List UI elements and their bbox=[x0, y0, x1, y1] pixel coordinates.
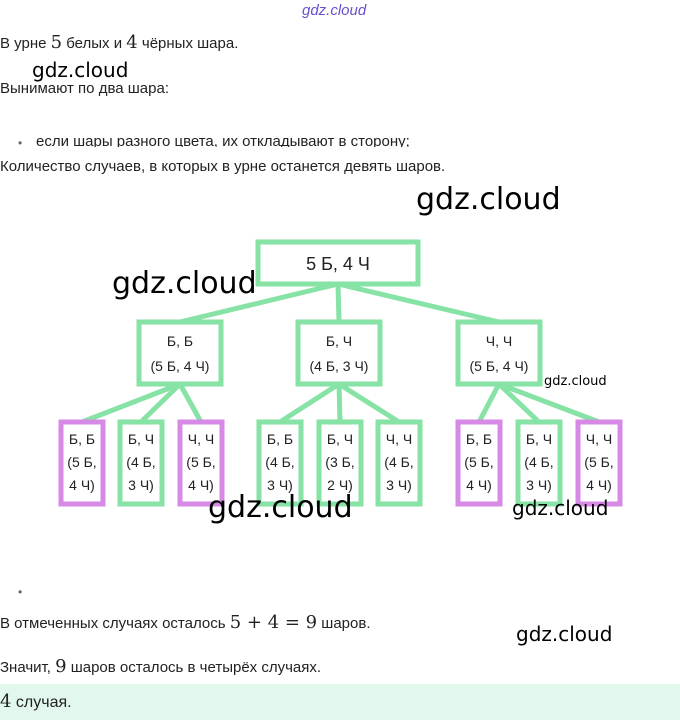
level1-state: (4 Б, 3 Ч) bbox=[310, 358, 369, 374]
leaf-pair: Б, Ч bbox=[526, 431, 552, 447]
bullet-text: если шары разного цвета, их откладывают … bbox=[36, 133, 410, 147]
tree-edge bbox=[335, 283, 342, 323]
leaf-node-marked bbox=[455, 419, 503, 507]
leaf-state-line2: 3 Ч) bbox=[386, 477, 412, 493]
leaf-pair: Б, Ч bbox=[128, 431, 154, 447]
bullet-dot: • bbox=[18, 136, 23, 150]
level1-node bbox=[455, 319, 543, 387]
tree-edge bbox=[177, 382, 204, 424]
root-node bbox=[255, 239, 421, 287]
tree-edge bbox=[336, 383, 343, 423]
leaf-state-line1: (5 Б, bbox=[67, 454, 96, 470]
question-text: Количество случаев, в которых в урне ост… bbox=[0, 158, 446, 175]
probability-tree: 5 Б, 4 Ч Б, Б (5 Б, 4 Ч) Б, Ч (4 Б, 3 Ч) Ч, Ч… bbox=[58, 239, 623, 507]
leaf-pair: Б, Ч bbox=[327, 431, 353, 447]
leaf-state-line2: 4 Ч) bbox=[466, 477, 492, 493]
watermark: gdz.cloud bbox=[32, 58, 129, 82]
intro-mid: белых и bbox=[62, 35, 127, 52]
bullet-dot-2: • bbox=[18, 585, 23, 599]
level1-pair: Б, Б bbox=[167, 333, 193, 349]
tree-edge bbox=[337, 381, 401, 425]
leaf-node-marked bbox=[177, 419, 225, 507]
leaf-state-line2: 4 Ч) bbox=[188, 477, 214, 493]
leaf-node bbox=[375, 419, 423, 507]
leaf-state-line1: (5 Б, bbox=[464, 454, 493, 470]
leaf-node-marked bbox=[575, 419, 623, 507]
leaf-state-line2: 3 Ч) bbox=[267, 477, 293, 493]
tree-edge bbox=[337, 281, 500, 325]
answer-suffix: случая. bbox=[11, 694, 72, 711]
watermark: gdz.cloud bbox=[512, 496, 609, 520]
leaf-pair: Б, Б bbox=[69, 431, 95, 447]
tree-edge bbox=[497, 382, 541, 424]
answer-number: 4 bbox=[0, 691, 12, 712]
leaf-pair: Ч, Ч bbox=[188, 431, 214, 447]
result-prefix: В отмеченных случаях осталось bbox=[0, 615, 230, 632]
level1-node bbox=[136, 319, 224, 387]
leaf-pair: Б, Б bbox=[466, 431, 492, 447]
leaf-state-line2: 2 Ч) bbox=[327, 477, 353, 493]
leaf-state-line2: 3 Ч) bbox=[526, 477, 552, 493]
draw-rule: Вынимают по два шара: bbox=[0, 80, 169, 97]
leaf-node bbox=[515, 419, 563, 507]
level1-state: (5 Б, 4 Ч) bbox=[470, 358, 529, 374]
leaf-pair: Ч, Ч bbox=[586, 431, 612, 447]
leaf-node bbox=[316, 419, 364, 507]
level1-pair: Ч, Ч bbox=[486, 333, 512, 349]
leaf-state-line2: 4 Ч) bbox=[586, 477, 612, 493]
intro-prefix: В урне bbox=[0, 35, 51, 52]
result-text: В отмеченных случаях осталось 5 + 4 = 9 … bbox=[0, 612, 371, 633]
tree-edge bbox=[81, 381, 181, 425]
leaf-state-line1: (5 Б, bbox=[584, 454, 613, 470]
leaf-state-line2: 3 Ч) bbox=[128, 477, 154, 493]
result-suffix: шаров. bbox=[317, 615, 371, 632]
black-count: 4 bbox=[126, 32, 138, 53]
conclusion-prefix: Значит, bbox=[0, 659, 56, 676]
leaf-node bbox=[256, 419, 304, 507]
leaf-state-line1: (4 Б, bbox=[126, 454, 155, 470]
watermark-top: gdz.cloud bbox=[302, 2, 367, 19]
leaf-node bbox=[117, 419, 165, 507]
leaf-state-line1: (5 Б, bbox=[186, 454, 215, 470]
intro-suffix: чёрных шара. bbox=[137, 35, 239, 52]
leaf-pair: Б, Б bbox=[267, 431, 293, 447]
conclusion-suffix: шаров осталось в четырёх случаях. bbox=[66, 659, 322, 676]
leaf-state-line2: 4 Ч) bbox=[69, 477, 95, 493]
answer-box: 4 случая. bbox=[0, 684, 680, 720]
watermark: gdz.cloud bbox=[416, 182, 561, 217]
leaf-state-line1: (4 Б, bbox=[265, 454, 294, 470]
level1-state: (5 Б, 4 Ч) bbox=[151, 358, 210, 374]
leaf-state-line1: (4 Б, bbox=[524, 454, 553, 470]
white-count: 5 bbox=[50, 32, 63, 53]
root-label: 5 Б, 4 Ч bbox=[306, 254, 370, 274]
result-expression: 5 + 4 = 9 bbox=[229, 612, 318, 633]
watermark: gdz.cloud bbox=[516, 622, 613, 646]
watermark: gdz.cloud bbox=[544, 374, 607, 389]
watermark: gdz.cloud bbox=[112, 266, 257, 301]
leaf-pair: Ч, Ч bbox=[386, 431, 412, 447]
level1-node bbox=[295, 319, 383, 387]
level1-pair: Б, Ч bbox=[326, 333, 352, 349]
tree-edge bbox=[179, 281, 339, 325]
leaf-state-line1: (3 Б, bbox=[325, 454, 354, 470]
intro-text: В урне 5 белых и 4 чёрных шара. bbox=[0, 32, 238, 53]
tree-edge bbox=[139, 382, 182, 424]
leaf-node-marked bbox=[58, 419, 106, 507]
watermark: gdz.cloud bbox=[208, 490, 353, 525]
tree-edge bbox=[278, 381, 341, 425]
leaf-state-line1: (4 Б, bbox=[384, 454, 413, 470]
conclusion-text: Значит, 9 шаров осталось в четырёх случа… bbox=[0, 656, 321, 677]
tree-edge bbox=[476, 382, 502, 424]
conclusion-number: 9 bbox=[55, 656, 67, 677]
tree-edge bbox=[498, 381, 600, 425]
